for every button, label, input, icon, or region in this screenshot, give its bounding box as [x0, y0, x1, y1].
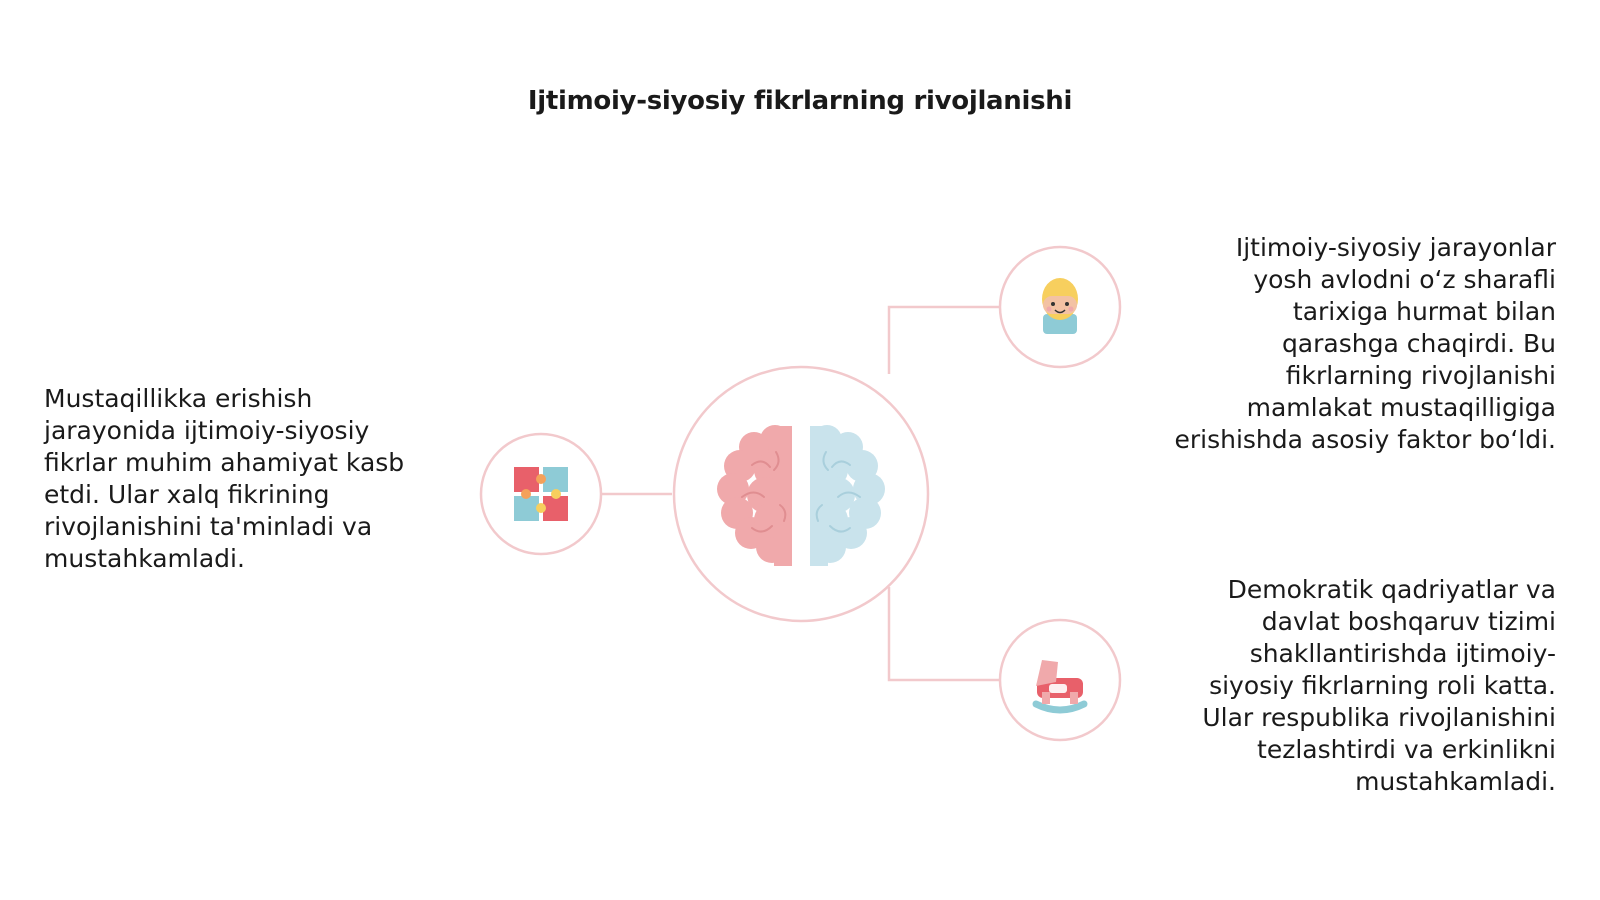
rocking-horse-icon	[1032, 660, 1088, 714]
node-bottom-right-text: Demokratik qadriyatlar va davlat boshqar…	[1202, 575, 1556, 796]
node-left-text: Mustaqillikka erishish jarayonida ijtimo…	[44, 384, 405, 573]
node-top-right-text: Ijtimoiy-siyosiy jarayonlar yosh avlodni…	[1174, 233, 1556, 454]
connector-top-right	[887, 305, 999, 374]
node-left-circle	[479, 432, 603, 556]
connector-bottom-right	[887, 587, 999, 682]
brain-icon	[717, 420, 885, 572]
connectors	[601, 305, 999, 682]
puzzle-icon	[514, 467, 568, 521]
page-title: Ijtimoiy-siyosiy fikrlarning rivojlanish…	[527, 86, 1073, 116]
child-face-icon	[1042, 278, 1078, 334]
